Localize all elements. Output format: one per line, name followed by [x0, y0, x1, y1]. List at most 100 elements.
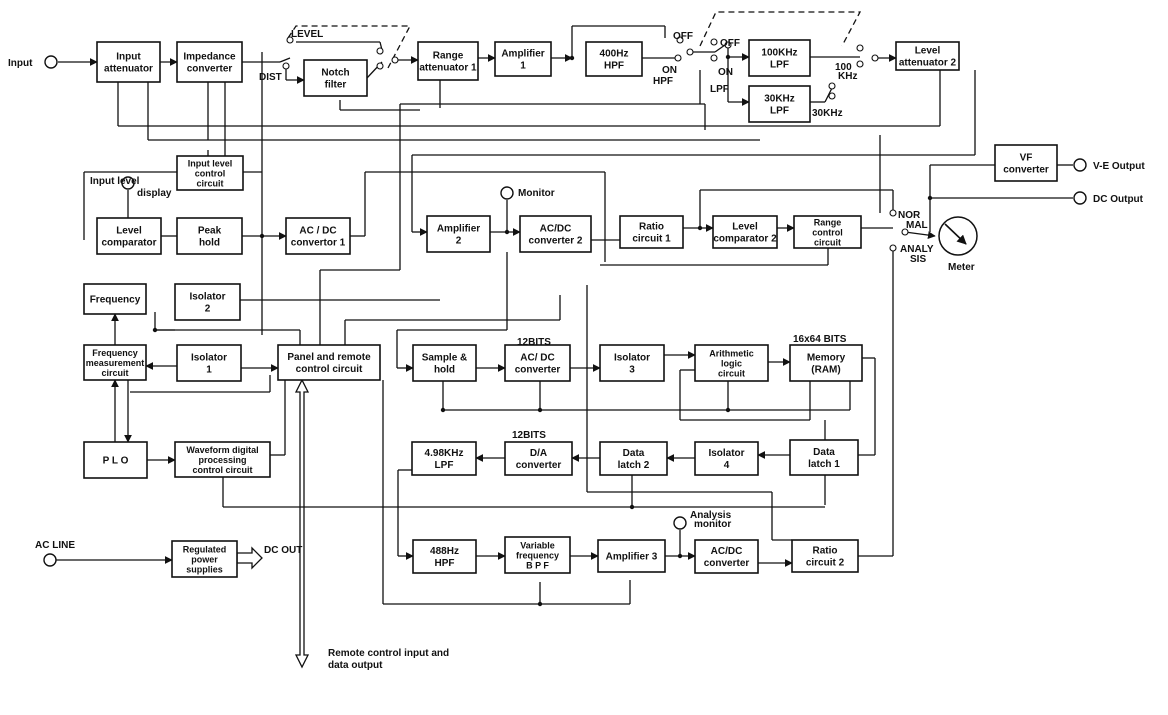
free-labels: Input LEVEL DIST OFF ON HPF OFF ON LPF 1… [8, 29, 1145, 671]
lpf-100khz-label-1: LPF [770, 60, 789, 71]
peak-hold-label-0: Peak [198, 226, 222, 237]
level-comparator-2-label-0: Level [732, 222, 758, 233]
display-terminal [121, 176, 135, 190]
khz-label: KHz [838, 71, 857, 82]
amplifier-3-label-0: Amplifier 3 [606, 552, 658, 563]
terminals [43, 55, 1087, 567]
acdc-converter-1-label-0: AC / DC [299, 226, 336, 237]
waveform-processing-label-0: Waveform digital [186, 445, 258, 455]
ratio-circuit-1-label-0: Ratio [639, 222, 664, 233]
range-control-label-0: Range [814, 218, 842, 228]
lpf-30khz-label-0: 30KHz [764, 94, 795, 105]
level-comparator-label-0: Level [116, 226, 142, 237]
regulated-power-label-0: Regulated [183, 545, 227, 555]
dc-output-label: DC Output [1093, 194, 1144, 205]
ratio-circuit-2-label-0: Ratio [813, 546, 838, 557]
isolator-2-label-0: Isolator [189, 292, 225, 303]
level-label: LEVEL [291, 29, 323, 40]
dc-output-terminal [1073, 191, 1087, 205]
dc-out-label: DC OUT [264, 545, 302, 556]
peak-hold-label-1: hold [199, 238, 220, 249]
level-attenuator-2-label-1: attenuator 2 [899, 58, 957, 69]
bits-16x64-label: 16x64 BITS [793, 334, 847, 345]
variable-bpf-label-1: frequency [516, 551, 559, 561]
data-latch-1-label-0: Data [813, 447, 835, 458]
normal-label-2: MAL [906, 220, 928, 231]
bits-12-label-b: 12BITS [512, 430, 546, 441]
notch-filter-label-0: Notch [321, 68, 349, 79]
arithmetic-logic-label-2: circuit [718, 369, 745, 379]
memory-label-1: (RAM) [811, 365, 840, 376]
acdc-converter-2-label-1: converter 2 [529, 236, 583, 247]
amplifier-3-block: Amplifier 3 [597, 539, 666, 573]
arithmetic-logic-label-1: logic [721, 359, 742, 369]
plo-block: P L O [83, 441, 148, 479]
hpf-488hz-label-0: 488Hz [430, 546, 459, 557]
lpf-100khz-label-0: 100KHz [761, 48, 797, 59]
memory-label-0: Memory [807, 353, 846, 364]
amplifier-2-label-1: 2 [456, 236, 462, 247]
waveform-processing-label-2: control circuit [192, 465, 252, 475]
ac-line-label: AC LINE [35, 540, 75, 551]
isolator-2-label-1: 2 [205, 304, 211, 315]
vf-converter-label-1: converter [1003, 165, 1049, 176]
isolator-3-label-0: Isolator [614, 353, 650, 364]
analysis-monitor-label-2: monitor [694, 519, 731, 530]
analysis-monitor-terminal [673, 516, 687, 530]
input-attenuator-label-0: Input [116, 52, 141, 63]
sample-hold-label-0: Sample & [422, 353, 468, 364]
on-label-2: ON [718, 67, 733, 78]
display-label: display [137, 188, 172, 199]
input-level-control-label-1: control [195, 169, 226, 179]
hpf-400hz-label-1: HPF [604, 61, 624, 72]
impedance-converter-label-0: Impedance [183, 52, 236, 63]
frequency-measurement-label-2: circuit [101, 368, 128, 378]
memory-block: Memory(RAM) [789, 344, 863, 382]
range-control-label-2: circuit [814, 238, 841, 248]
amplifier-1-label-1: 1 [520, 61, 526, 72]
isolator-1-label-0: Isolator [191, 353, 227, 364]
input-level-label: Input level [90, 176, 140, 187]
signal-wires [56, 11, 1073, 605]
frequency-block: Frequency [83, 283, 147, 315]
da-converter-label-1: converter [516, 460, 562, 471]
ac-line-terminal [43, 553, 57, 567]
analysis-label-2: SIS [910, 254, 926, 265]
regulated-power-label-1: power [191, 555, 218, 565]
frequency-label-0: Frequency [90, 295, 141, 306]
isolator-4-label-0: Isolator [708, 448, 744, 459]
level-comparator-2-label-1: comparator 2 [713, 234, 777, 245]
regulated-power-label-2: supplies [186, 565, 223, 575]
hpf-400hz-label-0: 400Hz [600, 49, 629, 60]
hpf-label: HPF [653, 76, 673, 87]
remote-io-label-2: data output [328, 660, 383, 671]
switch-contacts [152, 36, 933, 607]
acdc-converter-a-label-0: AC/DC [711, 546, 743, 557]
input-terminal [44, 55, 58, 69]
analysis-label-1: ANALY [900, 244, 934, 255]
sample-hold-label-1: hold [434, 365, 455, 376]
monitor-label: Monitor [518, 188, 555, 199]
